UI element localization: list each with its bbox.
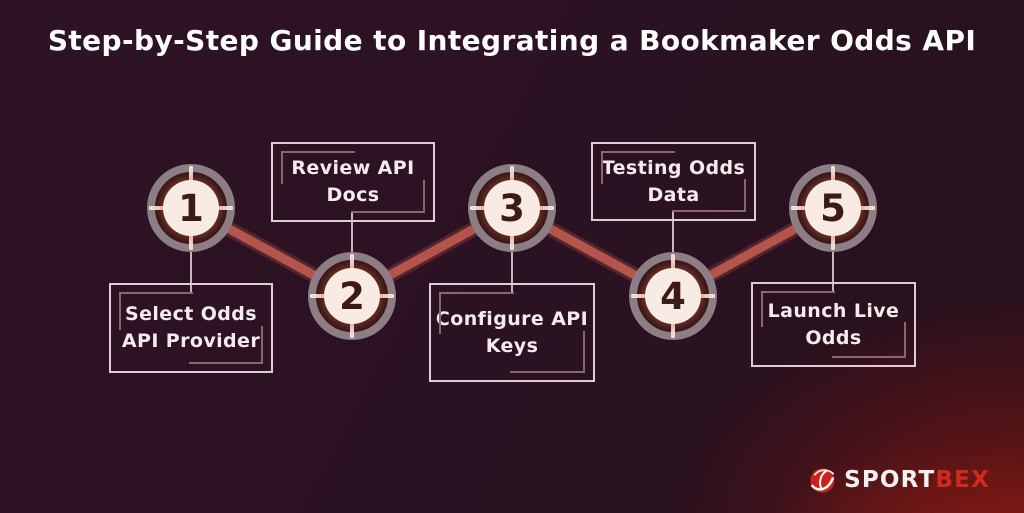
step-label-line2: Docs (326, 184, 380, 206)
step-circle-2: 2 (308, 252, 396, 340)
step-label-line1: Testing Odds (601, 156, 746, 179)
step-label-line2: Data (647, 183, 700, 206)
step-number: 1 (163, 180, 219, 236)
step-number: 4 (645, 268, 701, 324)
step-label-line1: Select Odds (125, 303, 257, 326)
step-box-3: Configure API Keys (429, 283, 595, 382)
step-number: 5 (805, 180, 861, 236)
tick-mark-icon (791, 206, 806, 210)
connector-stem-3 (511, 250, 513, 292)
step-box-2: Review API Docs (271, 142, 435, 222)
brand-logo: SPORTBEX (807, 462, 990, 498)
step-circle-3: 3 (468, 164, 556, 252)
tick-mark-icon (671, 254, 675, 269)
step-circle-5: 5 (789, 164, 877, 252)
step-label-line2: API Provider (121, 330, 261, 352)
connector-stem-5 (832, 249, 834, 291)
step-label-line2: Odds (805, 326, 862, 349)
tick-mark-icon (831, 235, 835, 250)
tick-mark-icon (700, 294, 715, 298)
tick-mark-icon (831, 166, 835, 181)
page-title: Step-by-Step Guide to Integrating a Book… (47, 24, 977, 57)
brand-name-primary: SPORT (844, 467, 936, 493)
step-label-line1: Configure API (435, 307, 589, 330)
sportbex-ball-icon (810, 467, 835, 493)
connector-stem-4 (672, 212, 674, 255)
connector-stem-2 (351, 212, 353, 254)
tick-mark-icon (189, 235, 193, 250)
tick-mark-icon (379, 294, 394, 298)
tick-mark-icon (671, 323, 675, 338)
tick-mark-icon (470, 206, 485, 210)
tick-mark-icon (631, 294, 646, 298)
tick-mark-icon (510, 235, 514, 250)
tick-mark-icon (350, 323, 354, 338)
connector-stem-1 (190, 250, 192, 292)
step-number: 3 (484, 180, 540, 236)
step-label-line1: Launch Live (767, 299, 900, 322)
tick-mark-icon (860, 206, 875, 210)
tick-mark-icon (189, 166, 193, 181)
tick-mark-icon (149, 206, 164, 210)
step-box-5: Launch Live Odds (751, 282, 916, 367)
tick-mark-icon (510, 166, 514, 181)
brand-name: SPORTBEX (844, 467, 990, 493)
step-number: 2 (324, 268, 380, 324)
brand-name-secondary: BEX (935, 467, 990, 493)
tick-mark-icon (539, 206, 554, 210)
step-circle-1: 1 (147, 164, 235, 252)
tick-mark-icon (350, 254, 354, 269)
step-circle-4: 4 (629, 252, 717, 340)
tick-mark-icon (218, 206, 233, 210)
step-box-1: Select Odds API Provider (109, 283, 273, 373)
step-label-line1: Review API (291, 157, 415, 180)
step-box-4: Testing Odds Data (591, 142, 756, 221)
step-label-line2: Keys (485, 334, 539, 357)
tick-mark-icon (310, 294, 325, 298)
